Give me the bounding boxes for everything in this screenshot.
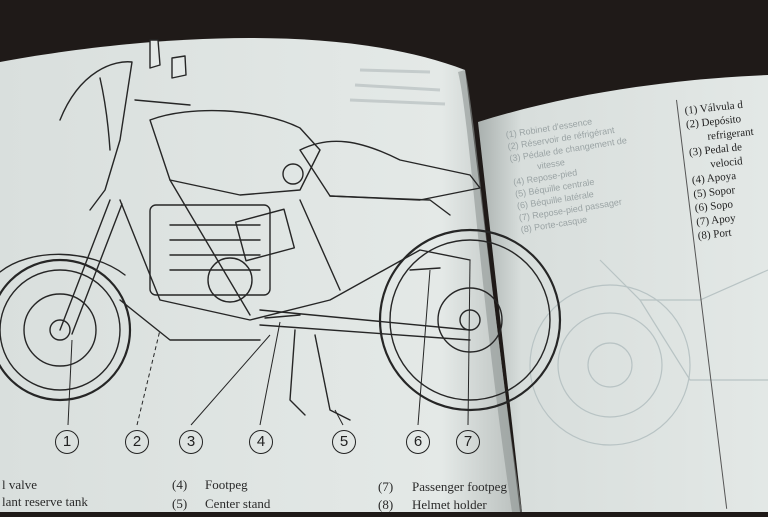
legend-text-passenger-footpeg: Passenger footpeg	[412, 479, 507, 494]
callout-3: 3	[179, 430, 203, 454]
legend-num-5: (5)	[172, 496, 188, 511]
callout-4: 4	[249, 430, 273, 454]
left-page	[0, 38, 520, 513]
ghost-motorcycle-outline	[529, 259, 768, 446]
french-list: (1) Robinet d'essence (2) Réservoir de r…	[505, 116, 628, 235]
callout-5: 5	[332, 430, 356, 454]
legend-partial-2: lant reserve tank	[2, 494, 88, 509]
legend-text-helmet-holder: Helmet holder	[412, 497, 487, 512]
legend-text-center-stand: Center stand	[205, 496, 271, 511]
callout-7: 7	[456, 430, 480, 454]
legend-partial-1: l valve	[2, 477, 38, 492]
legend-text-footpeg: Footpeg	[205, 477, 248, 492]
legend-num-8: (8)	[378, 497, 394, 512]
callout-1: 1	[55, 430, 79, 454]
callout-6: 6	[406, 430, 430, 454]
right-page	[478, 75, 768, 512]
motorcycle-drawing	[0, 39, 562, 421]
legend-num-7: (7)	[378, 479, 394, 494]
callout-2: 2	[125, 430, 149, 454]
legend-num-4: (4)	[172, 477, 188, 492]
